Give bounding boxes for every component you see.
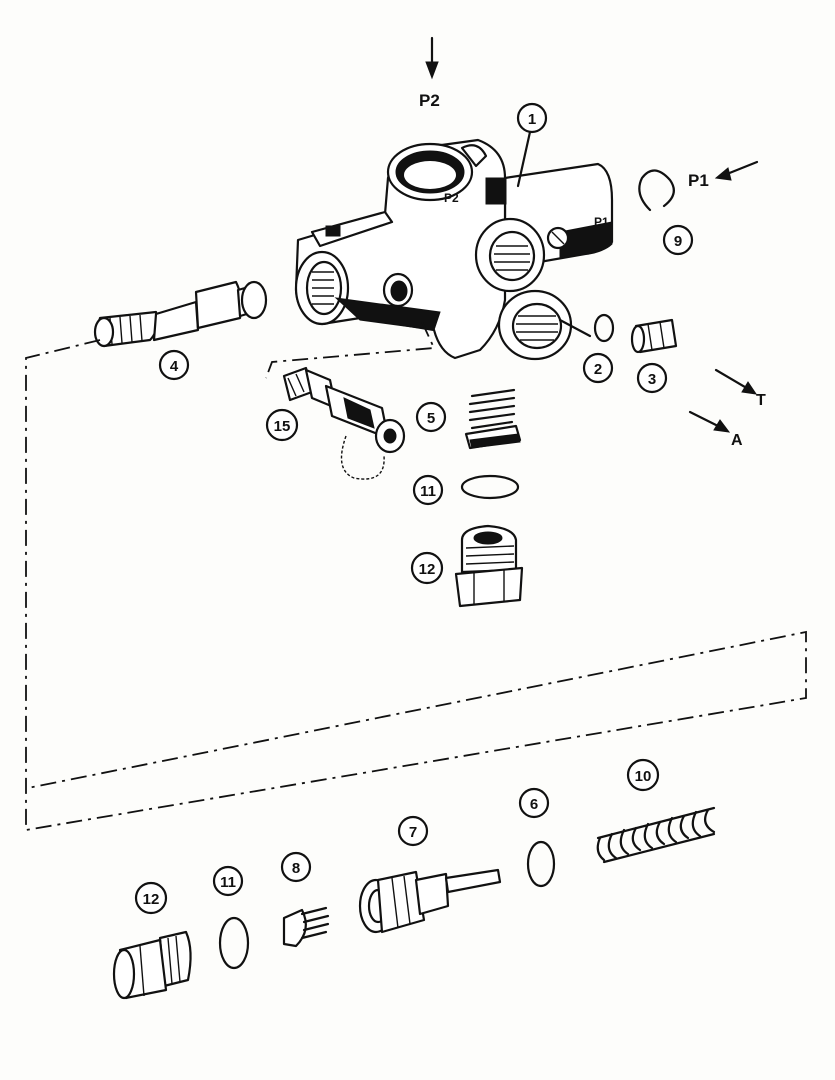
leader-2: [558, 318, 592, 338]
svg-text:11: 11: [220, 874, 236, 891]
arrow-t: [714, 368, 758, 395]
ring-11-lower: [218, 916, 250, 970]
assembly-path-line: [25, 339, 807, 832]
oring-2: [593, 313, 615, 343]
svg-text:8: 8: [292, 860, 300, 877]
circlip-9: [638, 169, 675, 212]
callout-1: 1: [516, 102, 548, 134]
svg-text:10: 10: [635, 768, 652, 785]
svg-text:4: 4: [170, 358, 179, 375]
label-p1-right: P1: [688, 171, 709, 190]
svg-text:12: 12: [143, 891, 160, 908]
callout-12-lower: 12: [134, 881, 168, 915]
plug-12-upper: [454, 524, 524, 608]
callout-9: 9: [662, 224, 694, 256]
callout-11-lower: 11: [212, 865, 244, 897]
plug-12-lower: [112, 930, 192, 1000]
arrow-a: [688, 410, 731, 433]
spool-4: [93, 280, 268, 348]
svg-text:2: 2: [594, 361, 602, 378]
arrow-p1: [714, 160, 759, 181]
callout-5: 5: [415, 401, 447, 433]
spring-5: [464, 388, 522, 450]
plug-3: [630, 318, 678, 354]
callout-7: 7: [397, 815, 429, 847]
callout-15: 15: [265, 408, 299, 442]
callout-8: 8: [280, 851, 312, 883]
label-t: T: [756, 392, 766, 409]
callout-4: 4: [158, 349, 190, 381]
callout-12-upper: 12: [410, 551, 444, 585]
svg-text:9: 9: [674, 233, 682, 250]
fitting-15: [265, 321, 436, 480]
label-p2-body: P2: [444, 191, 459, 205]
svg-text:5: 5: [427, 410, 435, 427]
ring-6: [526, 840, 556, 888]
piston-7: [358, 868, 502, 934]
svg-text:1: 1: [528, 111, 536, 128]
leader-1: [516, 130, 532, 188]
valve-body: [294, 138, 614, 361]
svg-text:15: 15: [274, 418, 291, 435]
poppet-8: [282, 906, 330, 948]
spring-10: [596, 806, 716, 864]
label-p2-top: P2: [419, 91, 440, 110]
ring-11-upper: [460, 474, 520, 500]
callout-10: 10: [626, 758, 660, 792]
svg-text:6: 6: [530, 796, 538, 813]
svg-text:12: 12: [419, 561, 436, 578]
svg-text:3: 3: [648, 371, 656, 388]
callout-2: 2: [582, 352, 614, 384]
svg-text:11: 11: [420, 483, 436, 500]
label-p1-body: P1: [594, 215, 609, 229]
label-a: A: [731, 432, 743, 449]
callout-3: 3: [636, 362, 668, 394]
arrow-p2-top: [425, 36, 439, 80]
callout-11-upper: 11: [412, 474, 444, 506]
callout-6: 6: [518, 787, 550, 819]
svg-text:7: 7: [409, 824, 417, 841]
